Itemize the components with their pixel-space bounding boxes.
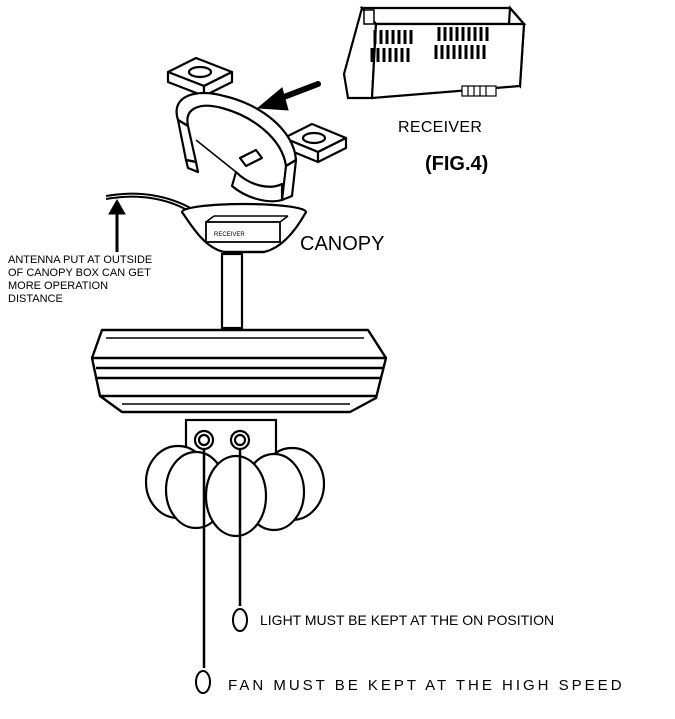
downrod — [220, 252, 244, 330]
antenna-note-line-4: DISTANCE — [8, 293, 63, 305]
insert-arrow — [256, 81, 321, 111]
receiver-connector — [461, 85, 497, 97]
canopy-receiver-tag: RECEIVER — [214, 232, 245, 238]
mounting-bracket — [166, 56, 348, 203]
light-kit-globes — [144, 444, 326, 538]
antenna-pointer-arrow — [108, 198, 126, 252]
fan-pull-chain — [195, 449, 211, 694]
antenna-note: ANTENNA PUT AT OUTSIDE OF CANOPY BOX CAN… — [8, 254, 152, 305]
canopy — [180, 202, 308, 254]
antenna-note-line-2: OF CANOPY BOX CAN GET — [8, 267, 151, 279]
receiver-vent-grille — [370, 27, 489, 62]
figure-number: (FIG.4) — [425, 153, 488, 175]
antenna-note-line-1: ANTENNA PUT AT OUTSIDE — [8, 254, 152, 266]
antenna-note-line-3: MORE OPERATION — [8, 280, 108, 292]
canopy-label: CANOPY — [300, 233, 384, 255]
receiver-unit — [342, 5, 527, 100]
light-chain-note: LIGHT MUST BE KEPT AT THE ON POSITION — [260, 612, 554, 628]
fan-motor-housing — [90, 328, 388, 414]
light-pull-chain — [232, 449, 248, 632]
receiver-label: RECEIVER — [398, 119, 482, 136]
fan-chain-note: FAN MUST BE KEPT AT THE HIGH SPEED — [228, 677, 625, 694]
